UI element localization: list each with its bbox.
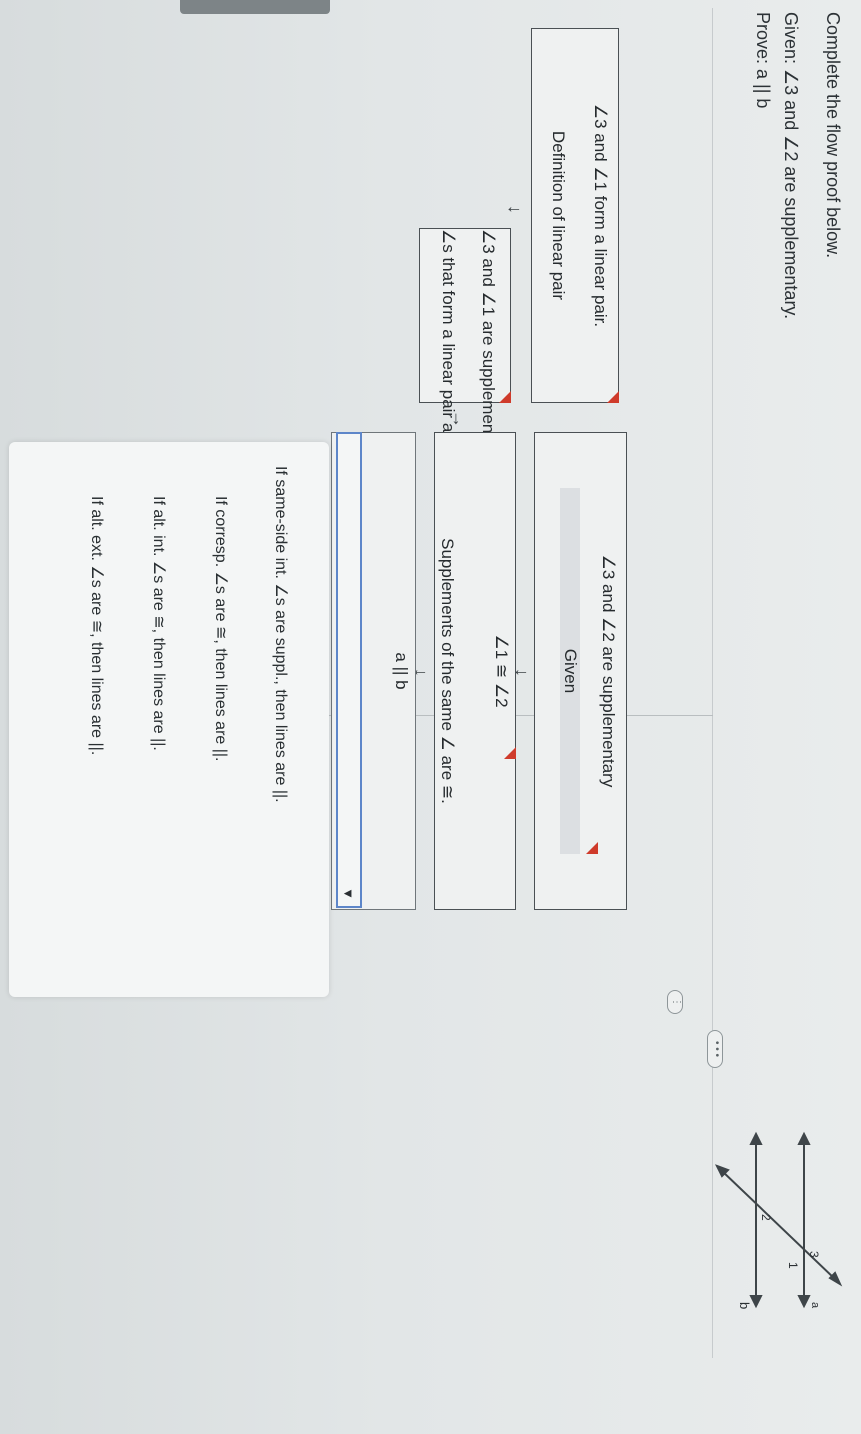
chevron-down-icon[interactable]: ▼ — [341, 887, 356, 900]
label-angle-1: 1 — [786, 1262, 800, 1269]
proof-statement: ∠1 ≅ ∠2 — [492, 634, 511, 708]
proof-box-congruent: ∠1 ≅ ∠2 Supplements of the same ∠ are ≅. — [434, 432, 516, 910]
label-b: b — [737, 1302, 752, 1309]
proof-reason: Supplements of the same ∠ are ≅. — [438, 538, 457, 804]
prove-text: Prove: a || b — [753, 12, 773, 109]
resize-handle-horizontal[interactable]: • • • — [707, 1030, 723, 1068]
dropdown-option[interactable]: If same-side int. ∠s are suppl., then li… — [272, 466, 289, 803]
proof-statement: ∠3 and ∠2 are supplementary — [599, 554, 618, 788]
reason-dropdown[interactable]: ▼ — [336, 432, 362, 908]
status-marker — [607, 391, 619, 403]
proof-box-linear-pair: ∠3 and ∠1 form a linear pair. Definition… — [531, 28, 619, 403]
given-text: Given: ∠3 and ∠2 are supplementary. — [781, 12, 801, 320]
label-a: a — [809, 1302, 821, 1309]
proof-statement: ∠3 and ∠1 form a linear pair. — [591, 103, 610, 328]
status-marker — [586, 842, 598, 854]
label-angle-3: 3 — [807, 1251, 821, 1258]
problem-header: Complete the flow proof below. Given: ∠3… — [749, 12, 847, 319]
dropdown-option[interactable]: If corresp. ∠s are ≅, then lines are ||. — [212, 496, 229, 762]
proof-statement: a || b — [392, 652, 411, 690]
flow-arrow-down: ↓ — [505, 205, 525, 214]
resize-handle-vertical[interactable]: ⋮ — [667, 990, 683, 1014]
proof-statement: ∠3 and ∠1 are supplementary. — [479, 229, 498, 466]
proof-reason: Given — [560, 488, 580, 854]
label-angle-2: 2 — [759, 1214, 773, 1221]
proof-reason: Definition of linear pair — [549, 130, 568, 301]
flow-arrow-right: → — [449, 410, 469, 428]
dropdown-option[interactable]: If alt. int. ∠s are ≅, then lines are ||… — [150, 496, 167, 751]
proof-box-supplementary-31: ∠3 and ∠1 are supplementary. ∠s that for… — [419, 228, 511, 498]
status-marker — [499, 391, 511, 403]
top-scrollbar[interactable] — [180, 0, 330, 14]
transversal-diagram: a b 3 1 2 — [714, 1131, 843, 1309]
status-marker — [504, 747, 516, 759]
proof-box-given: ∠3 and ∠2 are supplementary Given — [534, 432, 627, 910]
instruction-text: Complete the flow proof below. — [823, 12, 843, 259]
proof-reason: ∠s that form a linear pair are suppl. — [439, 229, 458, 498]
dropdown-menu: If same-side int. ∠s are suppl., then li… — [9, 442, 329, 997]
dropdown-option[interactable]: If alt. ext. ∠s are ≅, then lines are ||… — [88, 496, 105, 756]
